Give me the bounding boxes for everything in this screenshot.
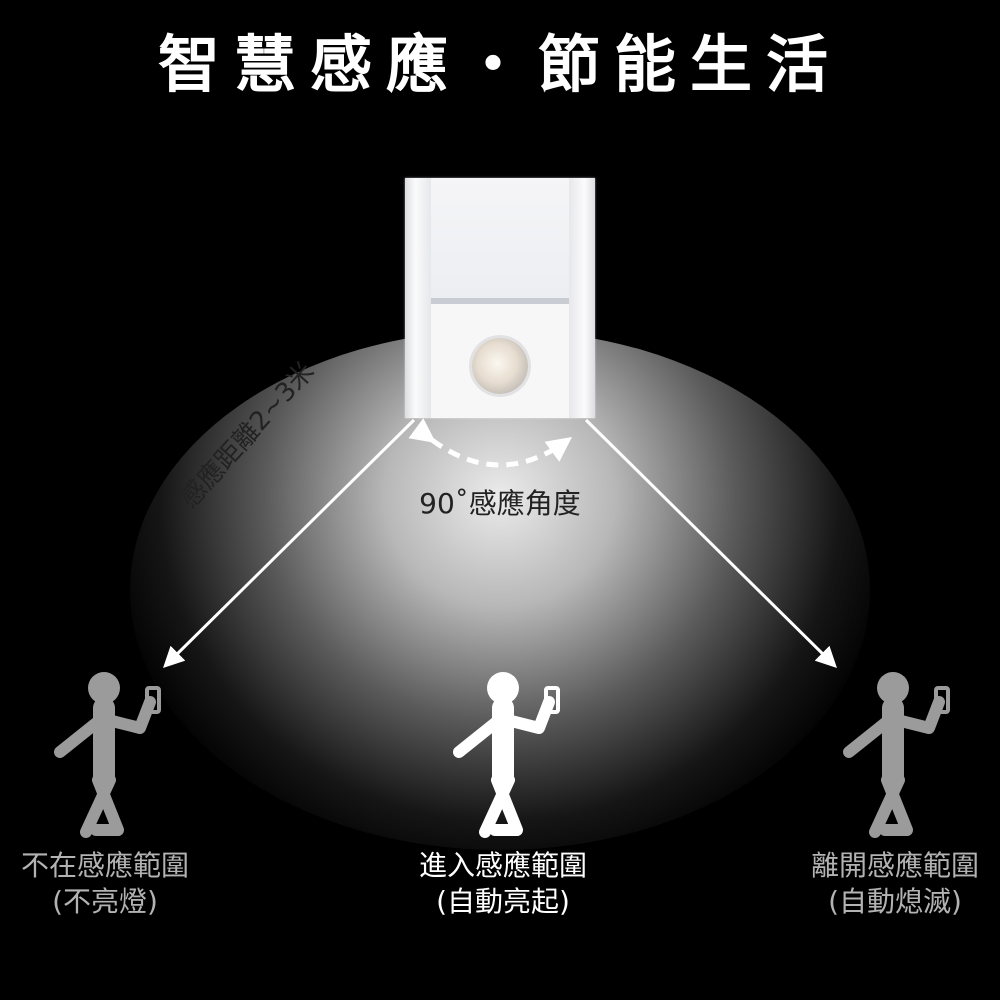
angle-arrow [408,418,573,468]
person-right-status: 離開感應範圍 [810,849,979,882]
lamp-diffuser [431,178,569,300]
person-left-label: 不在感應範圍 (不亮燈) [0,848,210,921]
lamp-right-rail [569,178,595,418]
person-left-status: 不在感應範圍 [20,849,189,882]
person-center-icon [453,672,560,838]
person-center-note: (自動亮起) [436,885,570,919]
person-right-note: (自動熄滅) [828,885,962,919]
person-left-icon [54,672,161,838]
left-range-arrow [163,418,416,668]
motion-sensor-lamp [405,178,595,418]
person-center-status: 進入感應範圍 [418,849,587,882]
person-right-icon [843,672,950,838]
lamp-divider [431,298,569,304]
page-title: 智慧感應・節能生活 [157,28,842,101]
person-center-label: 進入感應範圍 (自動亮起) [398,848,608,921]
person-left-note: (不亮燈) [52,885,158,919]
angle-label: 90˚感應角度 [419,487,581,520]
right-range-arrow [584,418,837,668]
person-right-label: 離開感應範圍 (自動熄滅) [790,848,1000,921]
lamp-left-rail [405,178,431,418]
pir-sensor-icon [472,338,528,394]
